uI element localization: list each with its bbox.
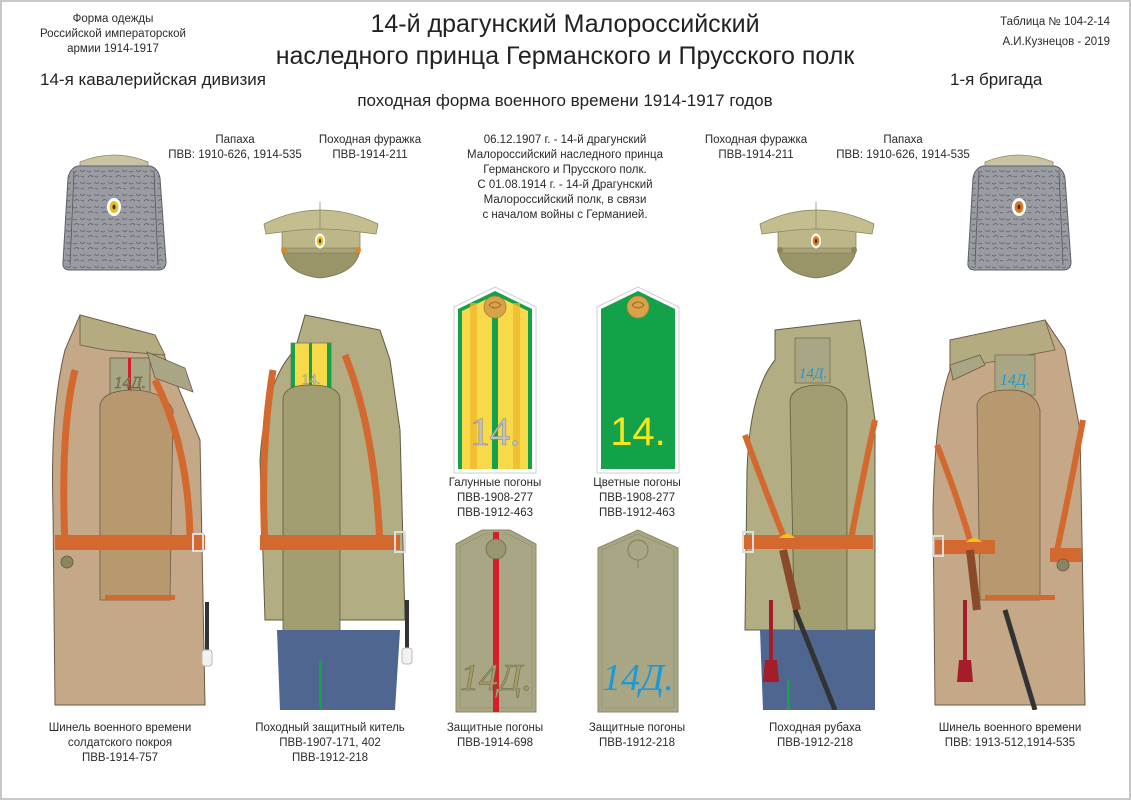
greatcoat-left-caption: Шинель военного времени солдатского покр… <box>20 721 220 766</box>
history-note: 06.12.1907 г. - 14-й драгунский Малоросс… <box>440 133 690 223</box>
caption-line: Цветные погоны <box>593 477 681 489</box>
caption-line: Шинель военного времени <box>938 722 1082 734</box>
cap-left-caption: Походная фуражка ПВВ-1914-211 <box>300 133 440 163</box>
caption-line: Папаха <box>883 134 923 146</box>
board-marking: 14Д. <box>602 657 674 699</box>
caption-line: ПВВ-1908-277 <box>598 492 676 504</box>
caption-line: ПВВ-1908-277 <box>456 492 534 504</box>
caption-line: ПВВ-1907-171, 402 <box>279 737 381 749</box>
epaulette-marking: 14Д. <box>799 366 827 382</box>
shirt-right-illustration: 14Д. <box>735 310 895 710</box>
caption-line: ПВВ-1912-218 <box>598 737 676 749</box>
author: А.И.Кузнецов - 2019 <box>1002 36 1110 48</box>
page-subtitle: походная форма военного времени 1914-191… <box>357 91 773 110</box>
caption-line: Защитные погоны <box>446 722 544 734</box>
division-label: 14-я кавалерийская дивизия <box>40 70 267 89</box>
tunic-left-illustration: 14. <box>255 310 425 710</box>
button-icon <box>483 295 507 319</box>
caption-line: ПВВ-1912-463 <box>598 507 676 519</box>
caption-line: ПВВ-1914-211 <box>718 149 794 161</box>
caption-line: ПВВ-1914-211 <box>332 149 408 161</box>
history-line: Германского и Прусского полк. <box>483 164 647 176</box>
caption-line: ПВВ-1912-463 <box>456 507 534 519</box>
protective-shoulder-board-1914: 14Д. <box>454 528 538 714</box>
header-left-note: Форма одежды Российской императорской ар… <box>18 12 208 57</box>
caption-line: Галунные погоны <box>448 477 542 489</box>
left-note-line: Российской императорской <box>40 28 186 40</box>
history-line: С 01.08.1914 г. - 14-й Драгунский <box>477 179 653 191</box>
board-marking: 14. <box>470 409 520 454</box>
papakha-left-caption: Папаха ПВВ: 1910-626, 1914-535 <box>150 133 320 163</box>
caption-line: Походная фуражка <box>318 134 422 146</box>
papakha-left-illustration <box>58 150 170 275</box>
button-icon <box>627 539 649 561</box>
left-note-line: армии 1914-1917 <box>67 43 159 55</box>
colored-board-caption: Цветные погоны ПВВ-1908-277 ПВВ-1912-463 <box>562 476 712 521</box>
caption-line: ПВВ-1912-218 <box>291 752 369 764</box>
epaulette-marking: 14Д. <box>1000 372 1030 389</box>
button-icon <box>485 538 507 560</box>
board-marking: 14. <box>610 410 666 454</box>
papakha-right-illustration <box>963 150 1075 275</box>
caption-line: Защитные погоны <box>588 722 686 734</box>
caption-line: ПВВ: 1910-626, 1914-535 <box>168 149 302 161</box>
caption-line: солдатского покроя <box>67 737 173 749</box>
caption-line: ПВВ-1914-698 <box>456 737 534 749</box>
title-line-2: наследного принца Германского и Прусског… <box>275 42 855 70</box>
cap-right-illustration <box>756 200 878 280</box>
papakha-right-caption: Папаха ПВВ: 1910-626, 1914-535 <box>818 133 988 163</box>
cap-left-illustration <box>260 200 382 280</box>
protective-shoulder-board-1912: 14Д. <box>596 528 680 714</box>
protective-board-1914-caption: Защитные погоны ПВВ-1914-698 <box>420 721 570 751</box>
board-marking: 14Д. <box>460 657 532 699</box>
title-line-1: 14-й драгунский Малороссийский <box>370 10 760 38</box>
brigade-label: 1-я бригада <box>950 70 1043 89</box>
cap-right-caption: Походная фуражка ПВВ-1914-211 <box>686 133 826 163</box>
greatcoat-right-illustration: 14Д. <box>925 310 1095 710</box>
history-line: с началом войны с Германией. <box>482 209 648 221</box>
caption-line: Папаха <box>215 134 255 146</box>
caption-line: Походный защитный китель <box>255 722 405 734</box>
left-note-line: Форма одежды <box>72 13 154 25</box>
epaulette-marking: 14. <box>302 372 321 388</box>
caption-line: ПВВ-1912-218 <box>776 737 854 749</box>
caption-line: Шинель военного времени <box>48 722 192 734</box>
caption-line: ПВВ: 1910-626, 1914-535 <box>836 149 970 161</box>
tunic-left-caption: Походный защитный китель ПВВ-1907-171, 4… <box>230 721 430 766</box>
history-line: Малороссийский полк, в связи <box>483 194 647 206</box>
history-line: Малороссийский наследного принца <box>466 149 664 161</box>
greatcoat-left-illustration: 14Д. <box>45 310 215 710</box>
caption-line: ПВВ: 1913-512,1914-535 <box>944 737 1076 749</box>
caption-line: ПВВ-1914-757 <box>81 752 159 764</box>
greatcoat-right-caption: Шинель военного времени ПВВ: 1913-512,19… <box>910 721 1110 751</box>
caption-line: Походная фуражка <box>704 134 808 146</box>
header-right-note: Таблица № 104-2-14 А.И.Кузнецов - 2019 <box>960 12 1110 52</box>
history-line: 06.12.1907 г. - 14-й драгунский <box>483 134 647 146</box>
colored-shoulder-board: 14. <box>595 285 681 475</box>
caption-line: Походная рубаха <box>768 722 862 734</box>
galloon-shoulder-board: 14. <box>452 285 538 475</box>
shirt-right-caption: Походная рубаха ПВВ-1912-218 <box>735 721 895 751</box>
galloon-board-caption: Галунные погоны ПВВ-1908-277 ПВВ-1912-46… <box>420 476 570 521</box>
epaulette-marking: 14Д. <box>114 373 146 392</box>
button-icon <box>626 295 650 319</box>
page-title: 14-й драгунский Малороссийский наследног… <box>250 8 880 72</box>
table-number: Таблица № 104-2-14 <box>1000 16 1110 28</box>
protective-board-1912-caption: Защитные погоны ПВВ-1912-218 <box>562 721 712 751</box>
